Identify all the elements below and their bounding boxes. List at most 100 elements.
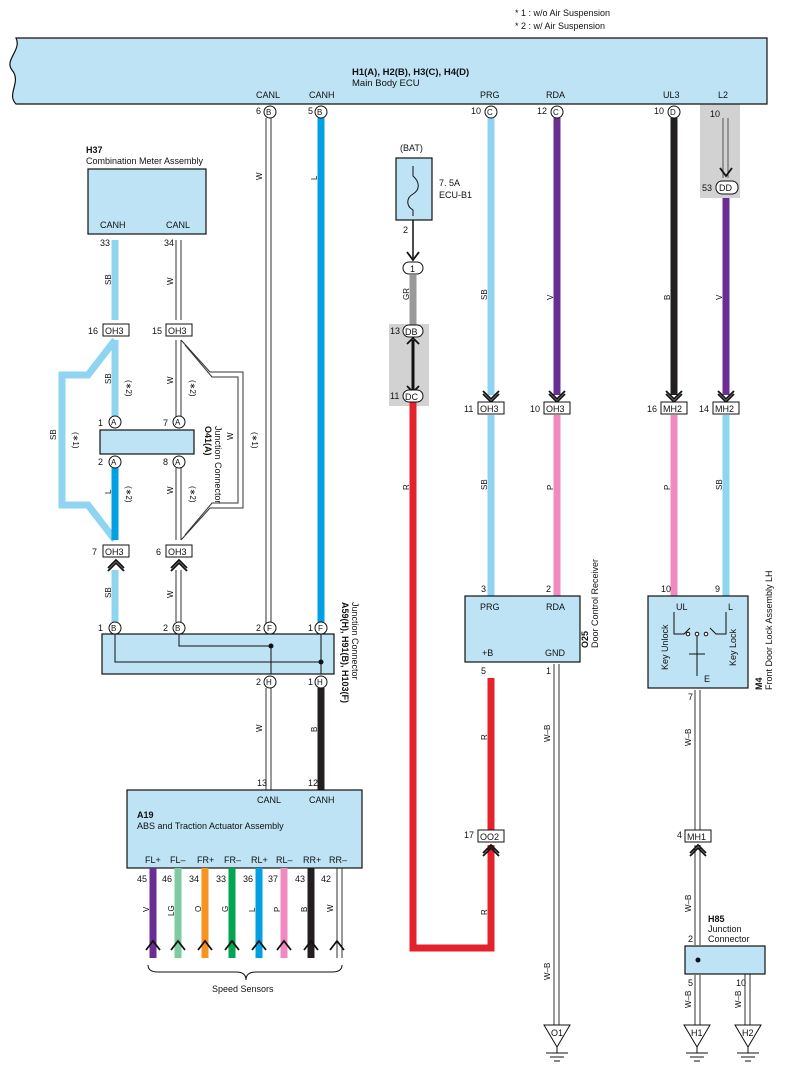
mh1-num: 4	[677, 830, 682, 840]
wire-color-label: W	[166, 486, 175, 494]
ecu-pin-ul3-letter: D	[670, 108, 676, 117]
ecu-pin-prg-num: 10	[471, 106, 481, 116]
wire-color-label: R	[480, 909, 489, 915]
h85-name-2: Connector	[708, 934, 750, 944]
oh3-10-code: OH3	[546, 404, 565, 414]
h85-pin10: 10	[736, 978, 746, 988]
abs-sensor-pin-name: RR+	[303, 855, 321, 865]
wire-color-label: V	[546, 294, 555, 300]
rx-pin3-num: 3	[481, 584, 486, 594]
lock-pin-l: L	[728, 602, 733, 612]
lock-pin-ul: UL	[676, 602, 688, 612]
dc-num: 11	[390, 391, 399, 401]
connector-mh2-16: 16 MH2	[647, 390, 688, 415]
abs-sensor-pin-num: 42	[321, 874, 331, 884]
lock-name: Front Door Lock Assembly LH	[764, 570, 774, 690]
abs-sensor-pin-num: 46	[162, 874, 172, 884]
wire-r-main	[409, 402, 495, 952]
wire-color-label: R	[402, 484, 411, 490]
abs-sensor-wire-label: O	[194, 906, 203, 912]
main-body-ecu: H1(A), H2(B), H3(C), H4(D) Main Body ECU…	[9, 37, 768, 105]
mh2-16-code: MH2	[663, 404, 682, 414]
ecu-name: Main Body ECU	[352, 78, 420, 89]
connector-oh3-11: 11 OH3	[464, 390, 505, 415]
wire-color-label: L	[310, 175, 319, 180]
combination-meter: H37 Combination Meter Assembly CANH CANL…	[86, 145, 207, 248]
ecu-pin-5-letter: B	[317, 108, 322, 117]
wire-color-label: GR	[402, 288, 411, 300]
a59-pin2h-num: 2	[256, 677, 261, 687]
meter-pin-34: 34	[164, 238, 174, 248]
db-num: 13	[390, 326, 400, 336]
a59-pin1f-num: 1	[308, 623, 313, 633]
wire-color-label: SB	[104, 587, 113, 598]
ecu-pin-rda-num: 12	[537, 106, 547, 116]
rx-pin-prg: PRG	[480, 602, 500, 612]
ground-bars	[737, 1047, 759, 1062]
abs-sensor-pin-name: FR–	[224, 855, 241, 865]
lock-pin7-num: 7	[688, 692, 693, 702]
connector-oh3-16: 16 OH3	[88, 323, 130, 337]
rx-pin-b: +B	[482, 648, 493, 658]
mh2-16-num: 16	[647, 404, 657, 414]
note-star1: * 1 : w/o Air Suspension	[515, 8, 610, 18]
dd-num: 53	[702, 183, 712, 193]
wire-color-label: B	[310, 727, 319, 732]
ecu-pin-5-num: 5	[308, 106, 313, 116]
star2-label-w: (∗2)	[188, 380, 197, 397]
a59-pin2h-letter: H	[266, 678, 272, 687]
star1-label-w: (∗1)	[250, 432, 259, 449]
a59-pin2b-num: 2	[163, 623, 168, 633]
ground-symbol	[543, 1024, 571, 1048]
oo2-num: 17	[464, 830, 474, 840]
ecu-pin-l2-label: L2	[718, 90, 728, 100]
oh3-16-code: OH3	[105, 326, 124, 336]
abs-sensor-arrow	[197, 939, 213, 951]
a59-id: A59(H), H91(B), H103(F)	[340, 602, 350, 703]
oh3-11-code: OH3	[480, 404, 499, 414]
ground-label: H2	[742, 1028, 754, 1038]
fuse-name: ECU-B1	[439, 190, 472, 200]
abs-sensor-pin-name: FL–	[170, 855, 186, 865]
rx-name: Door Control Receiver	[590, 559, 600, 648]
connector-oo2: 17 OO2	[464, 829, 505, 857]
o41-pin1-letter: A	[111, 418, 117, 427]
oh3-15-code: OH3	[168, 326, 187, 336]
abs-sensor-pin-num: 37	[268, 874, 278, 884]
ecu-pin-6-letter: B	[266, 108, 271, 117]
abs-sensor-arrow	[224, 939, 240, 951]
fuse-joint: 1	[410, 264, 415, 274]
o41-id: O41(A)	[203, 426, 213, 456]
abs-sensor-wire-label: B	[300, 907, 309, 912]
oh3-6-num: 6	[156, 547, 161, 557]
a59-pin2f-num: 2	[256, 623, 261, 633]
meter-pin-33: 33	[100, 238, 110, 248]
ecu-pin-l2-num: 10	[710, 109, 720, 119]
a59-pin2b-letter: B	[175, 624, 180, 633]
connector-mh2-14: 14 MH2	[699, 390, 740, 415]
o41-pin7-letter: A	[175, 418, 181, 427]
oh3-16-num: 16	[88, 326, 98, 336]
ecu-pins: 6 B 5 B 10 C 12 C 10 D 10 53 DD	[256, 105, 739, 195]
star1-label-sb: (∗1)	[71, 432, 80, 449]
oh3-7-code: OH3	[105, 547, 124, 557]
abs-sensor-pin-name: RL+	[251, 855, 268, 865]
ground-bars	[686, 1047, 708, 1062]
ecu-pin-prg-label: PRG	[480, 90, 500, 100]
oh3-6-code: OH3	[168, 547, 187, 557]
abs-pin13: 13	[257, 778, 267, 788]
ground-symbol	[734, 1024, 762, 1048]
rx-pin2-num: 2	[546, 584, 551, 594]
oh3-10-num: 10	[530, 404, 540, 414]
star2-label-sb: (∗2)	[124, 380, 133, 397]
connector-mh1: 4 MH1	[677, 829, 712, 857]
abs-sensor-arrow	[329, 939, 345, 951]
o41-pin2-letter: A	[111, 458, 117, 467]
a59-name: Junction Connector	[350, 602, 360, 680]
wire-meter-canl	[175, 240, 244, 622]
abs-sensor-wire-label: P	[273, 907, 282, 912]
o41-pin8-num: 8	[163, 457, 168, 467]
o41-pin7-num: 7	[163, 418, 168, 428]
star-labels: (∗2) (∗2) (∗1) (∗1) (∗2) (∗2)	[71, 380, 259, 503]
abs-name: ABS and Traction Actuator Assembly	[137, 821, 284, 831]
